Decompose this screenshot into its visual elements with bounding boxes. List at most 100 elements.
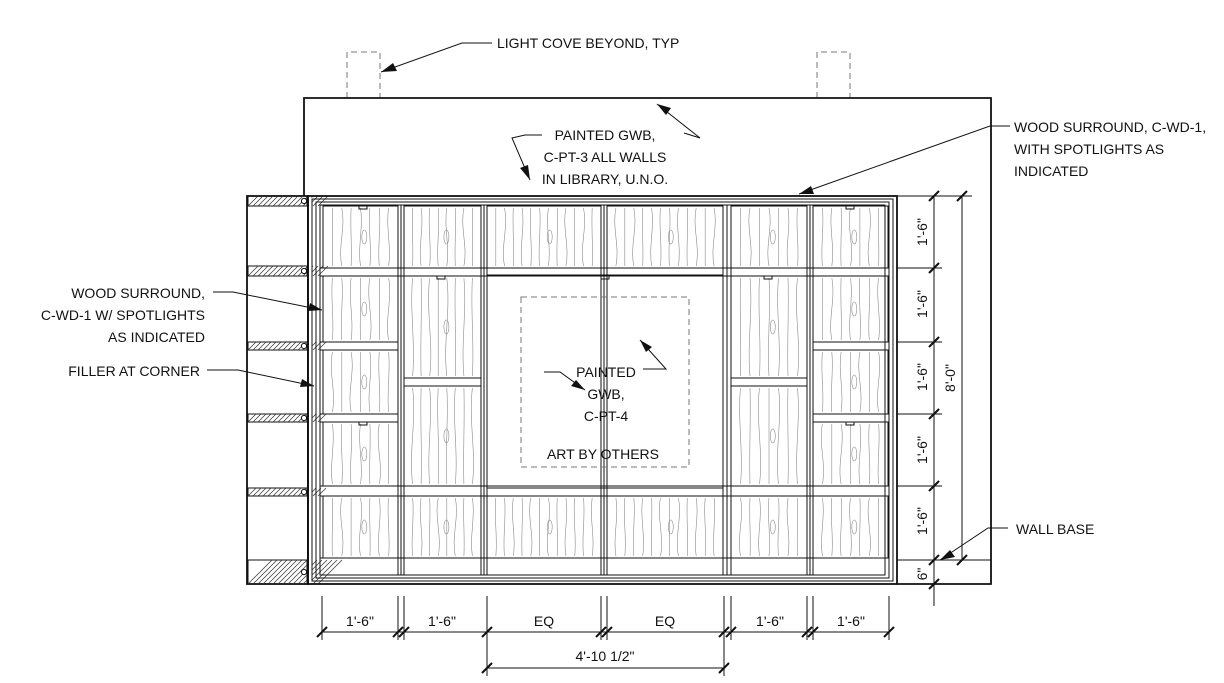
grain-line [868, 277, 871, 341]
grain-knot [667, 519, 674, 535]
grain-line [471, 497, 474, 557]
grain-line [573, 497, 576, 557]
grain-line [739, 277, 742, 377]
grain-line [867, 497, 871, 557]
grain-line [796, 207, 799, 267]
grain-line [777, 207, 780, 267]
grain-line [695, 497, 698, 557]
grain-line [787, 277, 789, 377]
grain-line [651, 497, 653, 557]
dim-tick [883, 626, 895, 638]
grain-line [758, 387, 761, 485]
hatch-line [252, 559, 278, 585]
hatch-line [277, 265, 289, 277]
notes: LIGHT COVE BEYOND, TYP PAINTED GWB, C-PT… [41, 35, 1206, 537]
grain-line [858, 351, 862, 413]
grain-line [840, 207, 842, 267]
fastener-icon [300, 342, 308, 350]
dim-tick [595, 626, 607, 638]
hatch-line [292, 413, 302, 423]
wood-panels [322, 205, 889, 559]
hatch-line [312, 195, 324, 207]
grain-line [387, 277, 391, 341]
horizontal-rail [730, 377, 808, 387]
dim-right-1: 1'-6" [914, 218, 930, 246]
note-wood-surround-left-2: C-WD-1 W/ SPOTLIGHTS [41, 307, 205, 323]
grain-line [470, 387, 474, 485]
grain-line [387, 207, 390, 267]
grain-line [877, 351, 881, 413]
grain-line [839, 351, 843, 413]
dim-tick [801, 626, 813, 638]
note-wood-surround-right-3: INDICATED [1014, 163, 1088, 179]
dim-tick [928, 262, 940, 274]
grain-line [359, 277, 362, 341]
grain-line [378, 351, 381, 413]
hatch-line [247, 559, 273, 585]
dim-bottom-6: 1'-6" [837, 613, 865, 629]
grain-line [582, 207, 585, 267]
grain-line [767, 207, 771, 267]
grain-line [686, 497, 688, 557]
grain-knot [769, 229, 776, 245]
note-wall-base: WALL BASE [1016, 521, 1094, 537]
grain-line [340, 277, 343, 341]
note-wood-surround-right-2: WITH SPOTLIGHTS AS [1014, 141, 1164, 157]
grain-knot [851, 229, 858, 245]
hatch-line [287, 341, 297, 351]
grain-line [462, 207, 466, 267]
hatch-line [257, 413, 267, 423]
grain-line [453, 497, 457, 557]
grain-line [369, 497, 371, 557]
grain-line [359, 351, 362, 413]
right-dimension-string [897, 190, 972, 606]
grain-line [359, 423, 362, 485]
grain-line [387, 351, 390, 413]
grain-line [454, 387, 457, 485]
grain-line [768, 277, 770, 377]
grain-line [462, 277, 466, 377]
dim-bottom-1: 1'-6" [346, 613, 374, 629]
dim-tick [398, 626, 410, 638]
dim-tick [316, 626, 328, 638]
hatch-line [262, 265, 274, 277]
hatch-line [257, 341, 267, 351]
light-cove-left [346, 51, 381, 98]
grain-knot [361, 374, 368, 390]
hatch-line [282, 195, 294, 207]
grain-line [877, 423, 880, 485]
dim-tick [725, 626, 737, 638]
fastener-icon [300, 568, 308, 576]
grain-line [641, 497, 644, 557]
wood-panel [403, 385, 482, 487]
dim-tick [392, 626, 404, 638]
grain-line [614, 207, 618, 267]
grain-line [849, 497, 852, 557]
hatch-line [267, 265, 279, 277]
wood-panel [606, 205, 724, 269]
grain-line [429, 497, 431, 557]
hatch-line [272, 413, 282, 423]
hatch-line [257, 195, 269, 207]
grain-line [830, 207, 833, 267]
grain-knot [443, 428, 450, 444]
hatch-line [257, 487, 267, 497]
grain-line [436, 497, 440, 557]
grain-line [796, 277, 799, 377]
grain-line [411, 497, 414, 557]
grain-line [368, 277, 372, 341]
dim-bottom-4: EQ [655, 613, 675, 629]
grain-line [428, 277, 432, 377]
grain-line [840, 497, 842, 557]
hatch-line [287, 487, 297, 497]
grain-line [668, 207, 671, 267]
grain-knot [667, 229, 674, 245]
hatch-line [277, 195, 289, 207]
hatch-line [292, 341, 302, 351]
grain-knot [361, 446, 368, 462]
grain-knot [851, 519, 858, 535]
dim-bottom-3: EQ [534, 613, 554, 629]
hatch-line [262, 559, 288, 585]
hatch-line [267, 341, 277, 351]
